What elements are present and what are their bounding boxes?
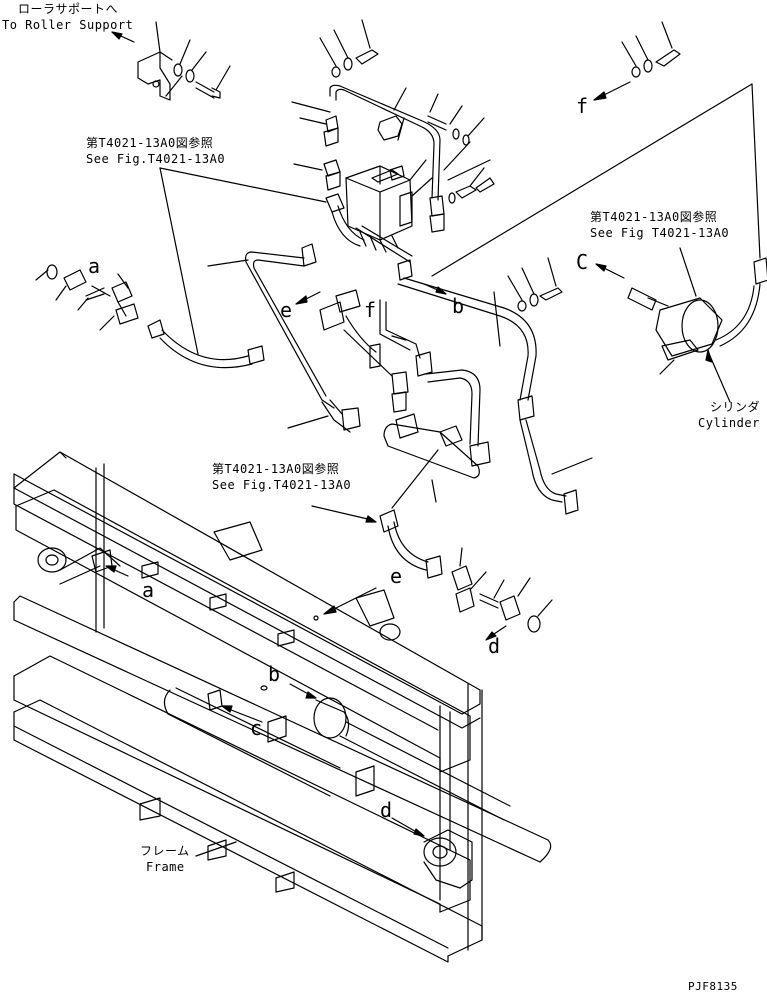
arrow-a-bottom bbox=[106, 566, 116, 572]
leaders-block bbox=[292, 88, 490, 196]
callout-b-bottom: b bbox=[268, 662, 281, 686]
see-fig-right-label-en: See Fig T4021-13A0 bbox=[590, 226, 730, 240]
center-pipes bbox=[380, 278, 578, 514]
leader-c-bottom bbox=[226, 708, 262, 722]
leader-frame bbox=[196, 842, 236, 856]
left-fittings bbox=[36, 265, 138, 330]
top-bolt-group bbox=[320, 20, 378, 77]
arrow-c-top bbox=[596, 264, 606, 271]
hydraulic-cylinder-small bbox=[628, 288, 722, 360]
arrow-e-top bbox=[296, 296, 307, 304]
leader-see-fig-mid bbox=[312, 506, 372, 520]
callout-c-bottom: c bbox=[250, 716, 263, 740]
port-e bbox=[314, 616, 318, 620]
arrow-cylinder bbox=[706, 350, 712, 362]
see-fig-right-label-jp: 第T4021-13A0図参照 bbox=[590, 210, 718, 224]
roller-support-label-jp: ローラサポートへ bbox=[18, 2, 119, 16]
frame-label-jp: フレーム bbox=[140, 844, 190, 858]
arrow-b-bottom bbox=[306, 692, 316, 698]
valve-pipework bbox=[324, 85, 444, 280]
callout-d-bottom: d bbox=[380, 798, 393, 822]
line-to-right bbox=[432, 84, 752, 276]
arrow-c-bottom bbox=[222, 706, 232, 712]
d-fittings bbox=[452, 548, 552, 632]
arrow-d-bottom bbox=[414, 829, 424, 836]
cylinder-label-jp: シリンダ bbox=[710, 400, 761, 414]
leader-e-bottom bbox=[328, 588, 376, 612]
callout-b-top: b bbox=[452, 294, 465, 318]
line-right-vertical bbox=[752, 84, 760, 258]
upper-tilt-cylinder bbox=[38, 548, 120, 584]
top-right-bolts bbox=[622, 22, 680, 77]
callout-a-top: a bbox=[88, 254, 101, 278]
callout-f-mid: f bbox=[364, 298, 377, 322]
mid-hose bbox=[380, 450, 442, 578]
leader-see-fig-top-1 bbox=[160, 168, 326, 202]
frame-label-en: Frame bbox=[146, 860, 185, 874]
callout-f-top: f bbox=[576, 94, 589, 118]
roller-support-label-en: To Roller Support bbox=[2, 18, 134, 32]
leader-see-fig-top-2 bbox=[160, 168, 198, 354]
side-bolts bbox=[428, 94, 494, 203]
callout-d-mid: d bbox=[488, 634, 501, 658]
leader-cylinder-label bbox=[710, 356, 730, 402]
leader-see-fig-right bbox=[680, 248, 696, 296]
drawing-code: PJF8135 bbox=[688, 980, 738, 993]
see-fig-mid-label-en: See Fig.T4021-13A0 bbox=[212, 478, 352, 492]
center-right-bolts bbox=[508, 258, 562, 311]
arrow-d-mid bbox=[486, 632, 496, 640]
callout-a-bottom: a bbox=[142, 578, 155, 602]
leader-center-3 bbox=[552, 458, 592, 474]
see-fig-top-label-en: See Fig.T4021-13A0 bbox=[86, 152, 226, 166]
leader-pipe-left-bottom bbox=[288, 416, 328, 428]
carriage-frame bbox=[14, 452, 551, 962]
left-u-pipe bbox=[246, 244, 408, 432]
leader-center-2 bbox=[432, 480, 436, 502]
arrow-see-fig-mid bbox=[366, 516, 376, 522]
roller-support-bracket bbox=[138, 22, 230, 100]
callout-e-top: e bbox=[280, 298, 293, 322]
leader-f-mid bbox=[392, 336, 406, 340]
leader-cylinder bbox=[660, 360, 674, 374]
callout-e-bottom: e bbox=[390, 564, 403, 588]
cylinder-label-en: Cylinder bbox=[698, 416, 760, 430]
arrow-e-bottom bbox=[324, 606, 336, 614]
right-hose bbox=[716, 258, 767, 346]
cylinder-mount-bottom bbox=[424, 830, 472, 888]
left-hose bbox=[148, 320, 264, 368]
see-fig-top-label-jp: 第T4021-13A0図参照 bbox=[86, 136, 214, 150]
leader-center-1 bbox=[494, 292, 500, 346]
see-fig-mid-label-jp: 第T4021-13A0図参照 bbox=[212, 462, 340, 476]
arrow-f-top bbox=[594, 92, 606, 100]
callout-c-top: C bbox=[576, 250, 589, 274]
lower-hydraulic-cylinder bbox=[164, 686, 510, 820]
leader-pipe-left bbox=[208, 260, 248, 266]
arrow-roller-support bbox=[112, 32, 122, 39]
leader-a-top bbox=[92, 286, 110, 296]
